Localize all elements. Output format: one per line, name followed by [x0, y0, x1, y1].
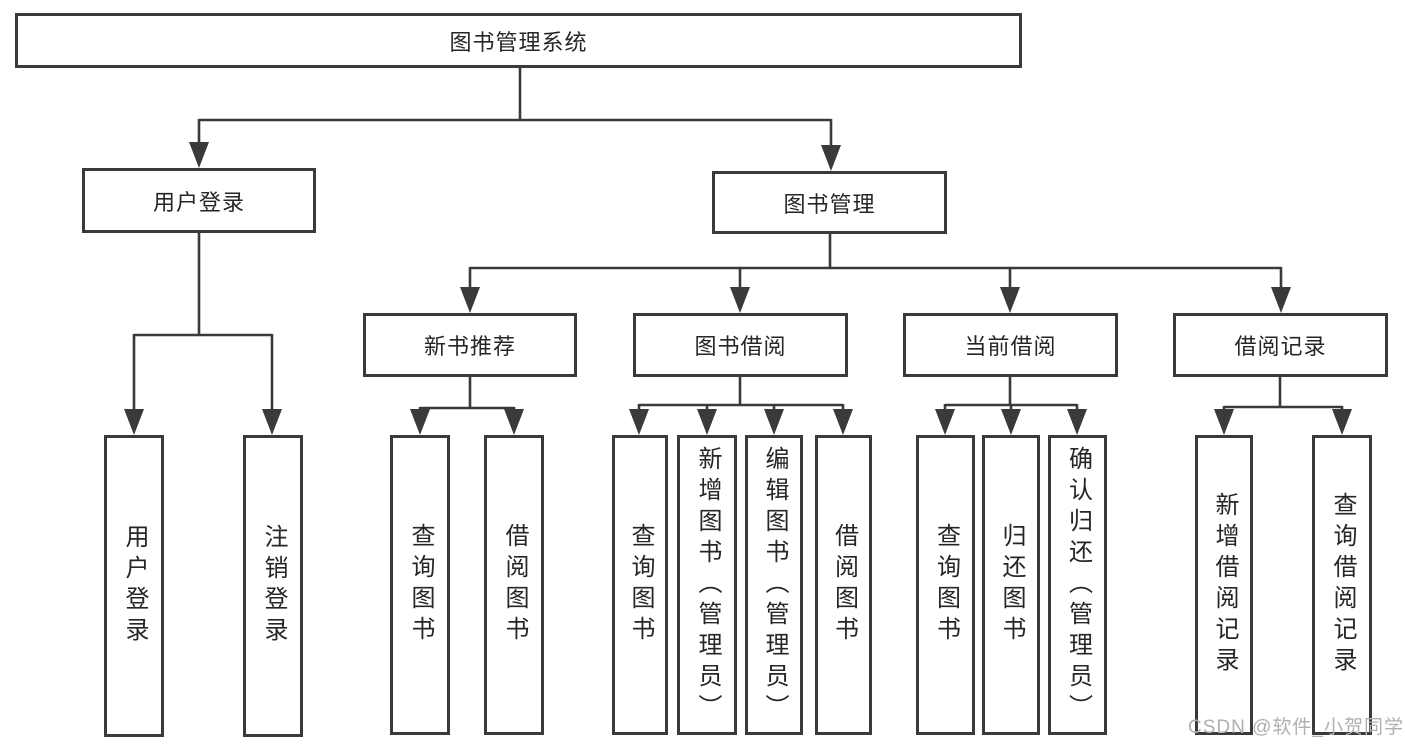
node-label: 用户登录: [121, 524, 148, 648]
node-new-book-recommendation: 新书推荐: [363, 313, 577, 377]
leaf-borrow-books-recommend: 借阅图书: [484, 435, 544, 735]
node-library-management-system: 图书管理系统: [15, 13, 1022, 68]
leaf-return-books: 归还图书: [982, 435, 1040, 735]
node-label: 新增借阅记录: [1211, 492, 1238, 678]
node-label: 图书借阅: [694, 334, 787, 359]
leaf-edit-books-admin: 编辑图书（管理员）: [745, 435, 803, 735]
leaf-borrow-books: 借阅图书: [815, 435, 872, 735]
leaf-confirm-return-admin: 确认归还（管理员）: [1048, 435, 1107, 735]
node-label: 借阅图书: [501, 523, 528, 647]
node-user-login: 用户登录: [82, 168, 316, 233]
node-book-management: 图书管理: [712, 171, 947, 234]
node-label: 确认归还（管理员）: [1064, 445, 1092, 725]
node-label: 新增图书（管理员）: [694, 445, 721, 725]
node-label: 注销登录: [260, 524, 287, 648]
node-label: 查询图书: [627, 523, 654, 647]
leaf-query-books-borrow: 查询图书: [612, 435, 668, 735]
node-label: 查询图书: [407, 523, 434, 647]
node-label: 查询图书: [932, 523, 960, 647]
node-label: 图书管理系统: [449, 29, 588, 55]
leaf-query-books-recommend: 查询图书: [390, 435, 450, 735]
leaf-query-books-current: 查询图书: [916, 435, 975, 735]
node-borrowing-records: 借阅记录: [1173, 313, 1388, 377]
leaf-logout: 注销登录: [243, 435, 303, 737]
node-label: 借阅记录: [1234, 334, 1327, 359]
node-label: 编辑图书（管理员）: [761, 445, 788, 725]
leaf-add-books-admin: 新增图书（管理员）: [677, 435, 737, 735]
arrowheads: [124, 142, 1352, 435]
leaf-user-login: 用户登录: [104, 435, 164, 737]
node-current-borrowing: 当前借阅: [903, 313, 1118, 377]
leaf-add-borrow-record: 新增借阅记录: [1195, 435, 1253, 735]
node-label: 图书管理: [783, 191, 876, 217]
node-label: 查询借阅记录: [1329, 492, 1356, 678]
node-label: 归还图书: [998, 523, 1025, 647]
node-label: 新书推荐: [423, 334, 516, 359]
node-label: 用户登录: [152, 189, 245, 215]
node-label: 当前借阅: [964, 334, 1057, 359]
leaf-query-borrow-record: 查询借阅记录: [1312, 435, 1372, 735]
csdn-watermark: CSDN @软件_小贺同学: [1188, 717, 1404, 738]
node-label: 借阅图书: [830, 523, 858, 647]
node-book-borrowing: 图书借阅: [633, 313, 848, 377]
